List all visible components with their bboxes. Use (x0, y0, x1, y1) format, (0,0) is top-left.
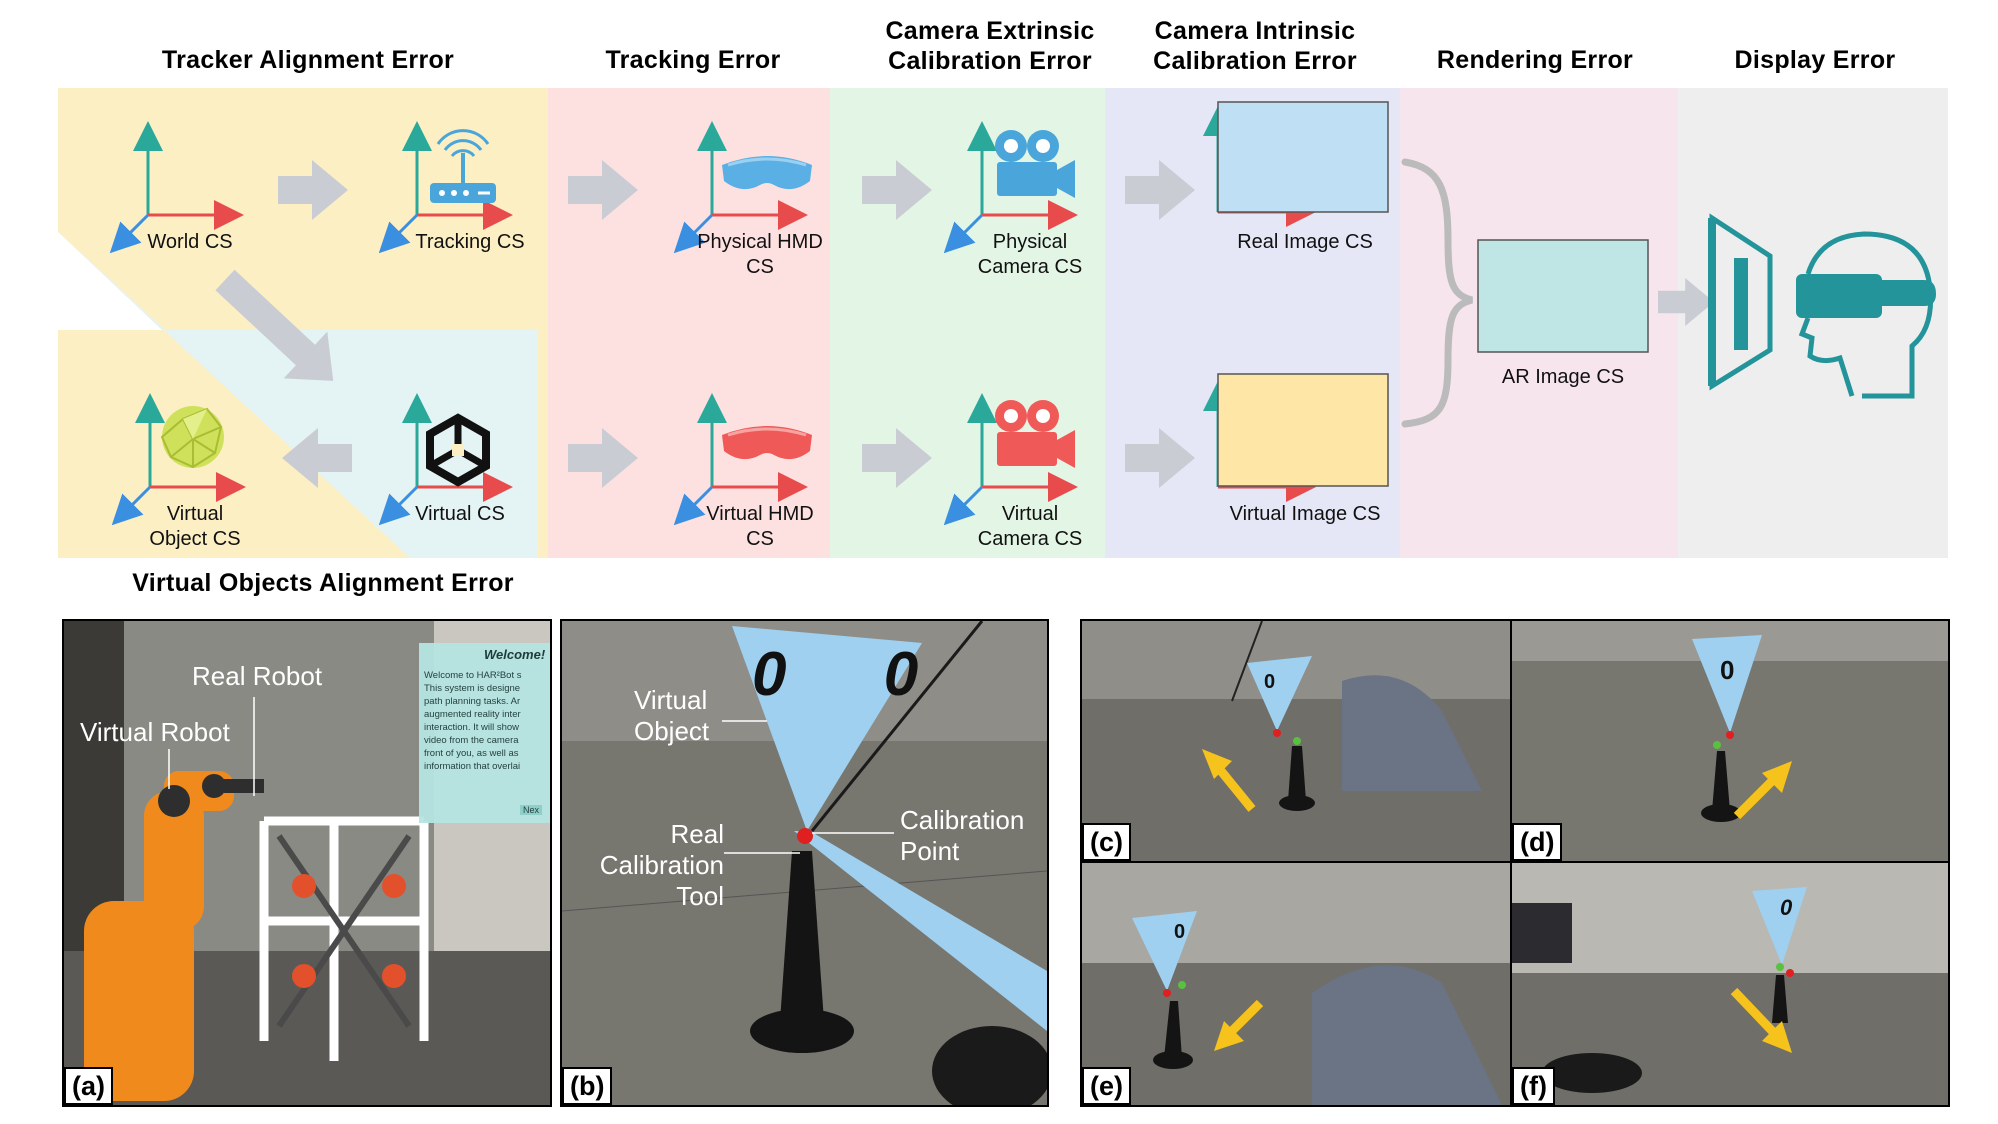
virtual-image-cs-label: Virtual Image CS (1229, 503, 1381, 525)
virtual-object-label: Virtual Object (634, 685, 710, 746)
real-robot-label: Real Robot (192, 661, 323, 691)
polyhedron-icon (160, 406, 224, 469)
marker-digit: 0 (1174, 921, 1186, 943)
panel-tag-a: (a) (64, 1067, 113, 1105)
marker-digits: 0 0 (752, 640, 959, 709)
physical-hmd-cs-label: Physical HMD CS (697, 231, 823, 278)
calibration-point-label: Calibration Point (900, 805, 1025, 866)
vr-headset-icon (1708, 213, 1936, 399)
photo-c: 0 (c) (1080, 619, 1514, 863)
pipeline-diagram (58, 88, 1948, 558)
header-rendering: Rendering Error (1436, 46, 1634, 74)
virtual-camera-cs-label: Virtual Camera CS (977, 503, 1083, 550)
ar-image-plane (1477, 239, 1649, 353)
virtual-hmd-cs-label: Virtual HMD CS (706, 503, 814, 550)
panel-tag-e: (e) (1082, 1067, 1131, 1105)
hmd-icon (722, 156, 812, 190)
camera-icon (995, 400, 1075, 468)
photo-a: Welcome! Welcome to HAR²Bot s This syste… (62, 619, 552, 1107)
router-icon (430, 129, 496, 203)
virtual-image-plane (1217, 373, 1389, 487)
marker-digit: 0 (1264, 671, 1276, 693)
welcome-text: Welcome to HAR²Bot s This system is desi… (424, 670, 522, 772)
virtual-robot-label: Virtual Robot (80, 717, 230, 747)
marker-digit: 0 (1720, 655, 1735, 685)
header-camera-extrinsic: Camera Extrinsic Calibration Error (885, 17, 1095, 75)
real-calibration-tool-label: Real Calibration Tool (599, 819, 724, 911)
welcome-title: Welcome! (484, 647, 546, 662)
hmd-icon (722, 426, 812, 460)
camera-icon (995, 130, 1075, 198)
panel-tag-b: (b) (562, 1067, 613, 1105)
virtual-cs-label: Virtual CS (415, 503, 505, 525)
panel-tag-c: (c) (1082, 823, 1131, 861)
tracking-cs-label: Tracking CS (415, 231, 525, 253)
header-virtual-objects-alignment: Virtual Objects Alignment Error (132, 569, 514, 597)
real-image-plane (1217, 101, 1389, 213)
extrinsic-region (830, 88, 1105, 558)
real-image-cs-label: Real Image CS (1237, 231, 1373, 253)
panel-tag-f: (f) (1512, 1067, 1555, 1105)
annotation-leaders (168, 697, 255, 796)
header-tracker-alignment: Tracker Alignment Error (161, 46, 455, 74)
panel-tag-d: (d) (1512, 823, 1563, 861)
merge-brace (1401, 158, 1474, 428)
photo-f: 0 (f) (1510, 861, 1950, 1107)
physical-camera-cs-label: Physical Camera CS (977, 231, 1083, 278)
photo-b: 0 0 Virtual Object Real Calibration Tool… (560, 619, 1049, 1107)
annotation-leaders (722, 720, 894, 854)
header-display: Display Error (1734, 46, 1896, 74)
header-camera-intrinsic: Camera Intrinsic Calibration Error (1153, 17, 1357, 75)
unity-icon (426, 413, 490, 487)
header-tracking: Tracking Error (605, 46, 781, 74)
ar-image-cs-label: AR Image CS (1501, 366, 1625, 388)
virtual-object-cs-label: Virtual Object CS (149, 503, 241, 550)
photo-e: 0 (e) (1080, 861, 1514, 1107)
welcome-next-button: Nex (520, 805, 543, 815)
photo-d: 0 (d) (1510, 619, 1950, 863)
display-region (1678, 88, 1948, 558)
world-cs-label: World CS (147, 231, 233, 253)
marker-digit: 0 (1780, 895, 1793, 920)
